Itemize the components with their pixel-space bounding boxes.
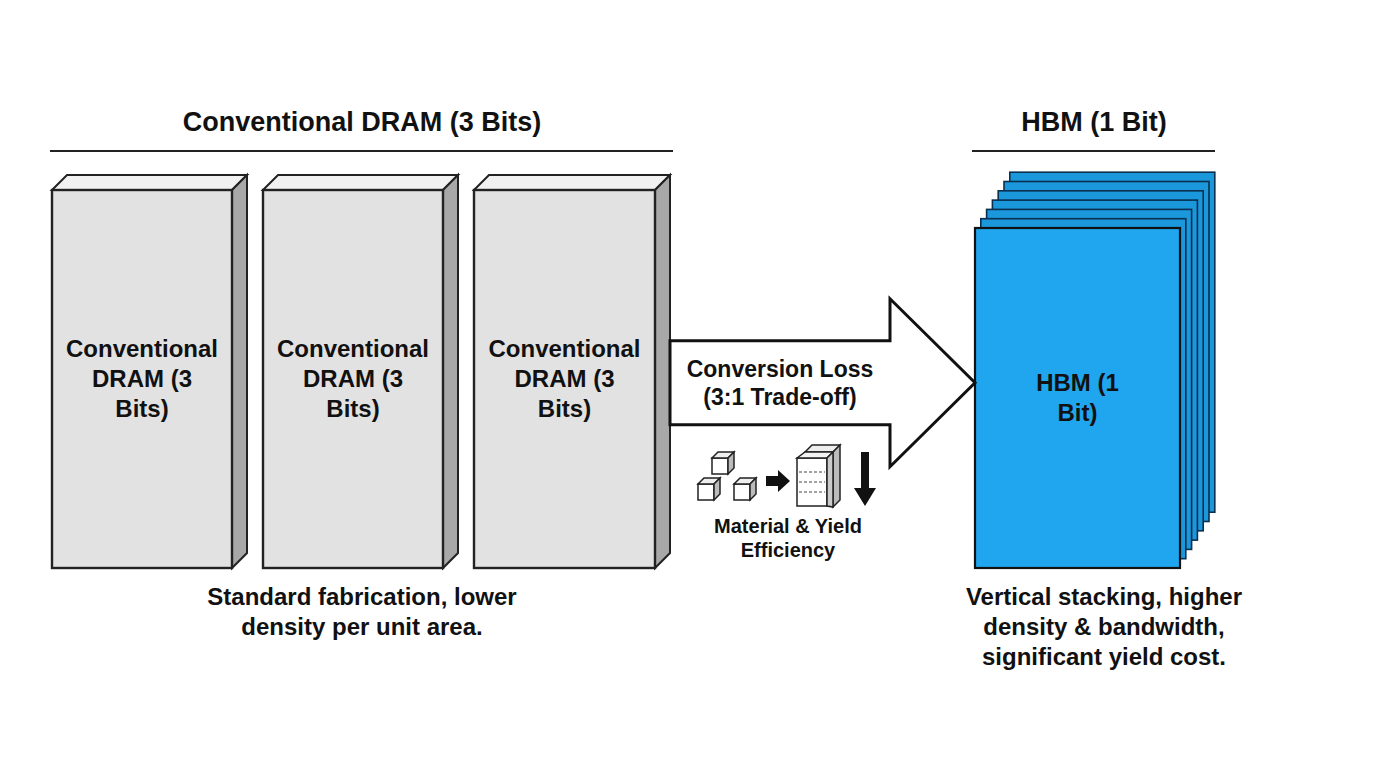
section-heading: HBM (1 Bit) [944,106,1244,138]
dram-block: Conventional DRAM (3 Bits) [474,175,670,568]
front-layer [975,228,1180,568]
down-arrow [854,452,876,506]
block-top [263,175,458,190]
node-label: Conventional DRAM (3 Bits) [275,334,431,424]
section-caption: Standard fabrication, lower density per … [192,582,532,642]
block-top [52,175,247,190]
block-front [474,190,655,568]
stacked-block-icon [797,445,840,507]
node-label: Conventional DRAM (3 Bits) [64,334,220,424]
block-side [443,175,458,568]
block-side [655,175,670,568]
small-arrow [766,470,790,492]
efficiency-icon [698,445,876,507]
section-caption: Vertical stacking, higher density & band… [939,582,1269,672]
icon-caption: Material & Yield Efficiency [703,514,873,562]
node-text-group: Conventional DRAM (3 Bits) [474,190,655,568]
block-arrow [670,299,975,467]
block-top [474,175,670,190]
hbm-stack: HBM (1 Bit) [975,172,1215,568]
heading-rule [972,150,1215,152]
heading-rule [50,150,673,152]
node-text-group: Conventional DRAM (3 Bits) [52,190,232,568]
dram-block: Conventional DRAM (3 Bits) [263,175,458,568]
node-text-group: HBM (1 Bit) [975,228,1180,568]
cube-icon [712,452,734,474]
connector-label: Conversion Loss (3:1 Trade-off) [675,355,885,411]
cube-icon [698,478,720,500]
block-side [232,175,247,568]
block-front [263,190,443,568]
section-heading: Conventional DRAM (3 Bits) [52,106,672,138]
cube-icon [734,478,756,500]
dram-block: Conventional DRAM (3 Bits) [52,175,247,568]
node-label: HBM (1 Bit) [1023,368,1133,428]
block-front [52,190,232,568]
node-label: Conventional DRAM (3 Bits) [487,334,643,424]
node-text-group: Conventional DRAM (3 Bits) [263,190,443,568]
